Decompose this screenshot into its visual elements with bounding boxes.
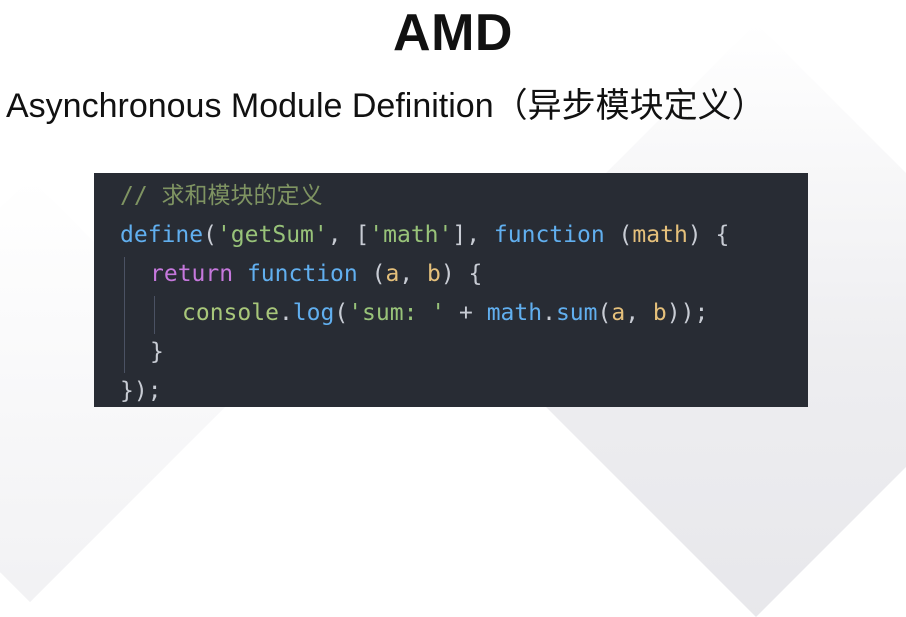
code-token: console	[182, 300, 279, 326]
code-token: 'getSum'	[216, 222, 328, 248]
code-line: console.log('sum: ' + math.sum(a, b));	[94, 294, 808, 333]
code-line: define('getSum', ['math'], function (mat…	[94, 216, 808, 255]
code-token: function	[493, 222, 605, 248]
code-token: // 求和模块的定义	[120, 183, 323, 209]
code-token: (	[597, 300, 612, 326]
code-token: ],	[452, 222, 494, 248]
code-token: ) {	[687, 222, 730, 248]
code-token: 'sum: '	[348, 300, 446, 326]
code-token: return	[150, 261, 234, 287]
code-token: a	[611, 300, 626, 326]
code-token: function	[246, 261, 358, 287]
code-token: sum	[555, 300, 598, 326]
code-token: b	[427, 261, 441, 287]
code-token: ,	[399, 261, 427, 287]
indent-guide	[124, 257, 125, 373]
code-token: ) {	[440, 261, 483, 287]
slide-title: AMD	[393, 4, 513, 62]
code-token: 'math'	[369, 222, 453, 248]
code-token: log	[292, 300, 335, 326]
code-token: (	[334, 300, 349, 326]
code-token: });	[120, 378, 162, 404]
code-line: return function (a, b) {	[94, 255, 808, 294]
code-token: a	[385, 261, 400, 287]
code-token: (	[357, 261, 386, 287]
code-token: , [	[327, 222, 370, 248]
code-token: math	[486, 300, 543, 326]
code-block: // 求和模块的定义 define('getSum', ['math'], fu…	[94, 173, 808, 407]
code-token: (	[203, 222, 217, 248]
code-line: // 求和模块的定义	[94, 177, 808, 216]
code-token: ));	[666, 300, 709, 326]
code-token: .	[542, 300, 556, 326]
code-token: math	[632, 222, 688, 248]
code-token: b	[652, 300, 667, 326]
slide-subtitle: Asynchronous Module Definition（异步模块定义）	[6, 87, 766, 125]
code-line: }	[94, 333, 808, 372]
code-token: ,	[625, 300, 653, 326]
code-token: define	[120, 222, 204, 248]
code-token: .	[278, 300, 293, 326]
code-line: });	[94, 372, 808, 411]
code-token	[233, 261, 247, 287]
code-token: }	[150, 339, 164, 365]
indent-guide	[154, 296, 155, 334]
code-token: +	[445, 300, 487, 326]
code-token: (	[604, 222, 633, 248]
